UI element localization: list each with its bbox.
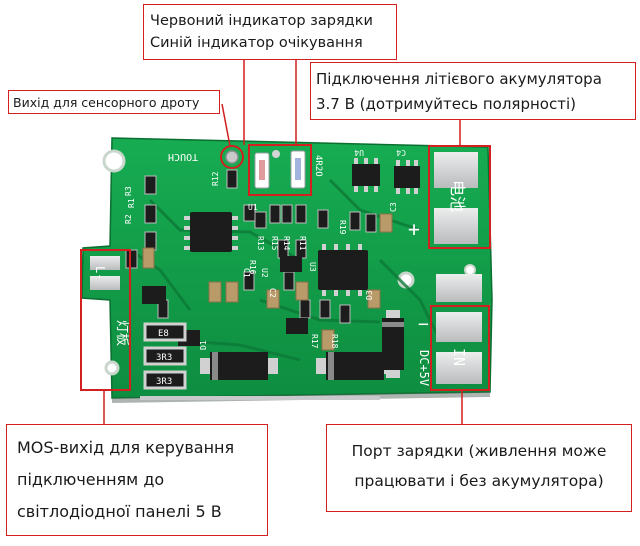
silk-refs: R3 R2 R1 R12 R11 R13 R14 R15 R16 R19 R17… [124,148,406,350]
transistor-u4 [352,158,380,192]
highlight-leds [248,144,312,196]
silk-plus: + [408,217,420,241]
silk-r19: R19 [338,220,347,235]
callout-charge-port: Порт зарядки (живлення може працювати і … [326,424,632,512]
mounting-hole [104,360,120,376]
callout-battery-line2: 3.7 В (дотримуйтесь полярності) [316,95,576,113]
ic-u1 [184,212,238,252]
silk-c3: C3 [389,202,398,212]
silk-r13: R13 [256,236,265,251]
silk-3r3-b: 3R3 [156,377,172,387]
callout-mos-line1: MOS-вихід для керування [17,438,235,457]
silk-d1: D1 [199,340,208,350]
silk-e8: E8 [158,329,169,339]
mounting-hole [102,149,126,173]
led-red [254,152,270,189]
silk-r17: R17 [310,334,319,349]
transistor-c4 [394,160,420,194]
silk-c1: C1 [242,268,251,278]
highlight-touch [220,145,244,169]
callout-touch-text: Вихід для сенсорного дроту [13,95,200,110]
silk-minus: − [418,314,429,335]
callout-mos-output: MOS-вихід для керування підключенням до … [6,424,268,536]
silk-r3: R3 [124,186,133,196]
callout-led-indicators: Червоний індикатор зарядки Синій індикат… [143,4,397,60]
highlight-led-out [80,249,131,391]
silk-l-minus: L- [93,266,107,280]
silk-d3: D3 [365,290,374,300]
callout-touch-output: Вихід для сенсорного дроту [8,90,220,114]
diode-ss34-left [200,352,278,380]
silk-led: LED [93,312,107,334]
silk-u4: U4 [354,148,364,157]
silk-c2: C2 [268,288,277,298]
transistor-small [142,256,308,346]
silk-r1: R1 [127,198,136,208]
silk-dc5v: DC+5V [417,350,431,386]
silk-in: IN [450,348,468,366]
touch-pad [225,150,239,164]
leader-lines [103,60,463,424]
ic-u3 [318,244,368,296]
silk-u2: U2 [260,268,269,278]
silk-r15: R15 [270,236,279,251]
highlight-charge [430,305,490,391]
silk-r2: R2 [124,214,133,224]
silk-u1: U1 [248,203,258,212]
callout-led-line2: Синій індикатор очікування [150,35,363,51]
silk-4r2o: 4R2O [313,155,323,177]
callout-battery-line1: Підключення літієвого акумулятора [316,70,602,88]
silk-r18: R18 [330,334,339,349]
silk-battery: 电池 [448,180,467,212]
smd-capacitors [142,213,393,351]
pcb-edge-strip [140,396,380,400]
led-pads [90,256,120,290]
callout-battery: Підключення літієвого акумулятора 3.7 В … [310,62,636,120]
callout-charge-line1: Порт зарядки (живлення може [351,442,607,460]
silk-r11: R11 [298,236,307,251]
battery-pads [434,152,478,244]
led-blue [290,150,306,189]
callout-led-line1: Червоний індикатор зарядки [150,13,373,29]
power-resistors: E8 3R3 3R3 [143,322,187,390]
callout-mos-line2: підключенням до [17,470,165,489]
silk-r14: R14 [282,236,291,251]
silk-r16: R16 [248,260,257,275]
silk-3r3-a: 3R3 [156,353,172,363]
callout-mos-line3: світлодіодної панелі 5 В [17,502,222,521]
silk-u3: U3 [308,262,317,272]
tiny-pad [272,150,280,158]
silk-r12: R12 [211,171,220,186]
callout-charge-line2: працювати і без акумулятора) [354,472,604,490]
silk-touch: TOUCH [168,151,198,162]
diode-d3 [382,310,404,378]
silk-c4: C4 [396,148,406,157]
silk-l-plus: L+ [93,372,107,386]
mounting-hole [464,264,476,276]
charge-pads [436,274,482,384]
silk-led-cn: 灯板 [114,320,129,346]
